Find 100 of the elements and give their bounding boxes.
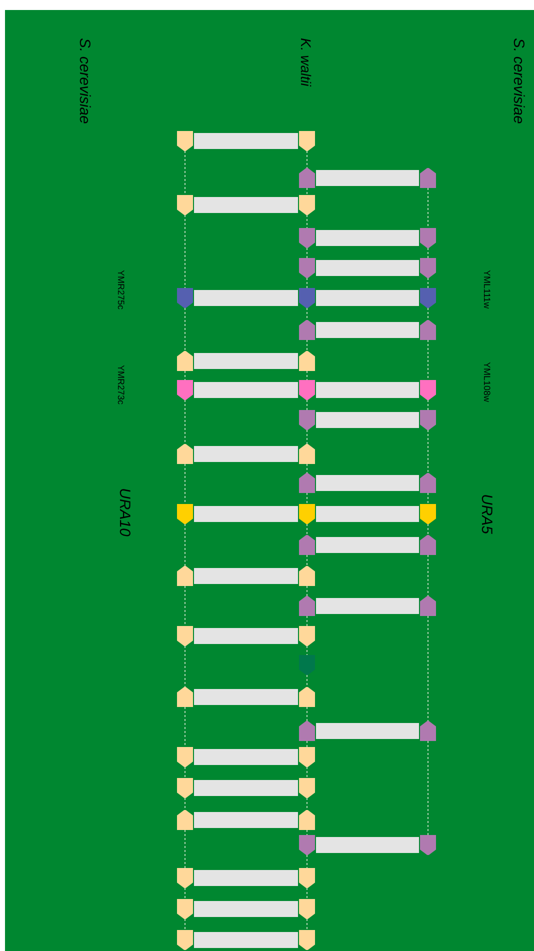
homology-bar — [316, 537, 419, 553]
chromosome-line — [184, 888, 186, 900]
homology-bar — [194, 780, 298, 796]
chromosome-line — [184, 830, 186, 868]
species-name: K. waltii — [299, 38, 313, 86]
gene-symbol — [299, 835, 315, 855]
homology-bar — [194, 382, 298, 398]
gene-symbol — [420, 410, 436, 430]
gene-symbol — [420, 504, 436, 524]
homology-bar — [316, 322, 419, 338]
gene-symbol — [299, 168, 315, 188]
chromosome-line — [306, 278, 308, 288]
gene-symbol — [299, 444, 315, 464]
gene-symbol — [177, 747, 193, 767]
gene-symbol — [177, 131, 193, 151]
gene-symbol — [177, 810, 193, 830]
chromosome-line — [306, 430, 308, 444]
homology-bar — [316, 506, 419, 522]
chromosome-line — [306, 766, 308, 778]
gene-symbol — [299, 131, 315, 151]
gene-symbol — [299, 228, 315, 248]
chromosome-line — [306, 646, 308, 656]
homology-bar — [194, 290, 298, 306]
chromosome-line — [184, 400, 186, 444]
gene-symbol — [177, 899, 193, 919]
gene-symbol — [299, 930, 315, 950]
chromosome-line — [306, 340, 308, 352]
gene-symbol — [177, 930, 193, 950]
homology-bar — [194, 446, 298, 462]
chromosome-line — [184, 706, 186, 748]
homology-bar — [316, 230, 419, 246]
homology-bar — [316, 837, 419, 853]
gene-symbol — [299, 868, 315, 888]
gene-name: YML111w — [482, 270, 491, 309]
homology-bar — [316, 475, 419, 491]
gene-symbol — [420, 380, 436, 400]
gene-symbol — [299, 473, 315, 493]
gene-name: YMR273c — [116, 365, 125, 405]
chromosome-line — [306, 248, 308, 258]
gene-symbol — [177, 351, 193, 371]
species-name: S. cerevisiae — [511, 38, 526, 124]
gene-symbol — [299, 596, 315, 616]
chromosome-line — [306, 400, 308, 410]
chromosome-line — [184, 918, 186, 930]
homology-bar — [316, 723, 419, 739]
gene-symbol — [420, 288, 436, 308]
gene-symbol — [177, 195, 193, 215]
gene-symbol — [299, 410, 315, 430]
homology-bar — [194, 901, 298, 917]
gene-symbol — [177, 380, 193, 400]
chromosome-line — [306, 740, 308, 748]
homology-bar — [316, 260, 419, 276]
chromosome-line — [306, 308, 308, 320]
gene-symbol — [420, 721, 436, 741]
chromosome-line — [306, 188, 308, 196]
chromosome-line — [306, 492, 308, 504]
gene-symbol — [420, 320, 436, 340]
gene-symbol — [420, 258, 436, 278]
gene-symbol — [299, 380, 315, 400]
chromosome-line — [184, 524, 186, 566]
gene-symbol — [177, 566, 193, 586]
gene-symbol — [299, 810, 315, 830]
chromosome-line — [306, 524, 308, 536]
gene-symbol — [299, 535, 315, 555]
homology-bar — [316, 382, 419, 398]
gene-symbol — [299, 626, 315, 646]
chromosome-line — [306, 616, 308, 626]
gene-symbol — [299, 288, 315, 308]
chromosome-line — [306, 674, 308, 688]
chromosome-line — [184, 766, 186, 778]
gene-symbol — [299, 687, 315, 707]
gene-symbol — [299, 195, 315, 215]
chromosome-line — [306, 214, 308, 228]
gene-symbol — [299, 899, 315, 919]
gene-name: URA10 — [117, 488, 132, 536]
gene-symbol — [299, 747, 315, 767]
chromosome-line — [184, 308, 186, 352]
homology-bar — [194, 932, 298, 948]
chromosome-line — [306, 918, 308, 930]
gene-symbol — [420, 228, 436, 248]
gene-symbol — [177, 288, 193, 308]
gene-symbol — [299, 351, 315, 371]
homology-bar — [194, 870, 298, 886]
chromosome-line — [306, 586, 308, 596]
homology-bar — [194, 689, 298, 705]
chromosome-line — [184, 586, 186, 626]
gene-symbol — [299, 320, 315, 340]
gene-symbol — [177, 868, 193, 888]
gene-symbol — [177, 626, 193, 646]
chromosome-line — [306, 464, 308, 474]
homology-bar — [194, 628, 298, 644]
homology-bar — [194, 568, 298, 584]
chromosome-line — [306, 370, 308, 380]
homology-bar — [194, 197, 298, 213]
homology-bar — [194, 749, 298, 765]
gene-symbol — [177, 778, 193, 798]
gene-name: URA5 — [479, 494, 494, 534]
homology-bar — [194, 812, 298, 828]
chromosome-line — [184, 214, 186, 288]
gene-symbol — [177, 687, 193, 707]
